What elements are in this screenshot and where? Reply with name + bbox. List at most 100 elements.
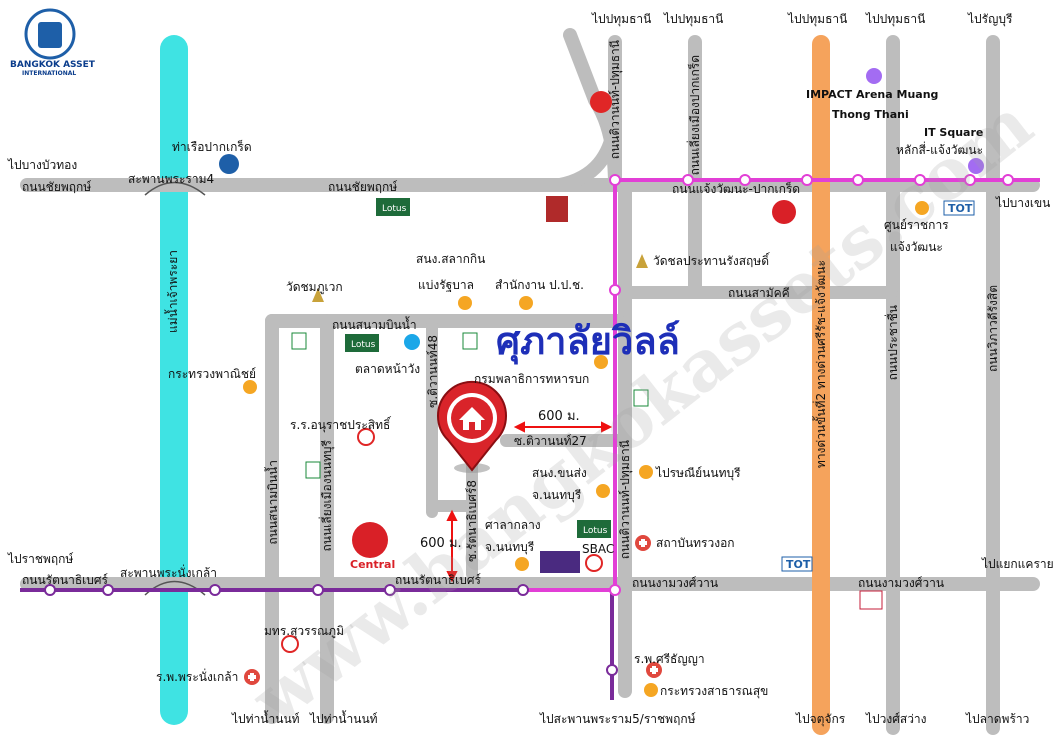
place-label: ร.พ.ศรีธัญญา — [634, 652, 705, 666]
place-label: ท่าเรือปากเกร็ด — [172, 140, 252, 154]
road-label: ถนนติวานนท์-ปทุมธานี — [618, 440, 632, 560]
dir-left1: ไปบางบัวทอง — [8, 158, 78, 172]
university-icon — [281, 635, 299, 653]
road-label: ซ.ติวานนท์48 — [426, 335, 440, 408]
roads — [20, 35, 1040, 735]
market-dot — [404, 334, 420, 350]
dir-top5: ไปรัญบุรี — [968, 12, 1013, 26]
tot-icon — [943, 200, 975, 216]
ptt-icon — [590, 91, 612, 113]
dir-bot4: ไปจตุจักร — [796, 712, 846, 726]
road-curve-2 — [558, 119, 622, 192]
central-icon — [352, 522, 388, 558]
road-label: ถนนแจ้งวัฒนะ-ปากเกร็ด — [672, 182, 801, 196]
road-label: ถนนสนามบินน้ำ — [332, 318, 417, 332]
road-label: ถนนงามวงศ์วาน — [858, 576, 945, 590]
place-label: SBAC — [582, 542, 615, 556]
road-label: ถนนชัยพฤกษ์ — [328, 180, 398, 194]
dir-bot3: ไปสะพานพระราม5/ราชพฤกษ์ — [540, 712, 696, 726]
place-label: กระทรวงพาณิชย์ — [168, 367, 257, 381]
road-label: ซ.รัตนาธิเบศร์8 — [465, 480, 479, 562]
lotus-label: Lotus — [351, 340, 376, 350]
esplanade-icon — [540, 551, 580, 573]
distance-arrows — [446, 421, 613, 583]
distance-vertical: 600 ม. — [420, 536, 462, 551]
place-label: กระทรวงสาธารณสุข — [660, 684, 769, 698]
road-label: ถนนประชาชื่น — [886, 305, 900, 381]
dir-top4: ไปปทุมธานี — [866, 12, 926, 26]
place-label: ศาลากลาง — [485, 518, 541, 532]
pier-icon — [219, 154, 239, 174]
road-label: ถนนเลี่ยงเมืองนนทบุรี — [320, 440, 334, 552]
dir-top1: ไปปทุมธานี — [592, 12, 652, 26]
dir-bot5: ไปวงศ์สว่าง — [866, 712, 927, 726]
place-label: หลักสี่-แจ้งวัฒนะ — [896, 143, 984, 157]
place-label: IT Square — [924, 126, 984, 139]
expressway — [812, 35, 830, 735]
dir-right2: ไปแยกแคราย — [982, 557, 1054, 571]
place-label: ร.ร.อนุราชประสิทธิ์ — [290, 418, 391, 432]
central-label: Central — [350, 558, 396, 571]
place-label: มทร.สุวรรณภูมิ — [264, 624, 344, 638]
purple-stations — [44, 584, 618, 676]
bridge-rama4 — [144, 181, 206, 196]
dir-bot2: ไปท่าน้ำนนท์ — [310, 712, 378, 726]
poi-orange — [243, 201, 929, 697]
lotus-label: Lotus — [583, 526, 608, 536]
dir-bot6: ไปลาดพร้าว — [966, 712, 1030, 726]
place-label: ศูนย์ราชการ — [884, 218, 949, 232]
place-label: จ.นนทบุรี — [485, 540, 535, 554]
seven-eleven-icon — [633, 389, 649, 407]
road-label: ถนนรัตนาธิเบศร์ — [395, 573, 481, 587]
road-tiwanon27 — [500, 434, 630, 447]
lotus-icon — [345, 334, 379, 352]
brand-logo-icon — [24, 8, 76, 60]
place-label: วัดชมภูเวก — [286, 280, 343, 294]
river — [160, 35, 188, 725]
place-label: จ.นนทบุรี — [532, 488, 582, 502]
road-label: ซ.ติวานนท์27 — [514, 434, 587, 448]
place-label: วัดชลประทานรังสฤษดิ์ — [653, 254, 769, 268]
road-label: ถนนติวานนท์-ปทุมธานี — [608, 40, 622, 160]
seven-eleven-icon — [462, 332, 478, 350]
place-label: IMPACT Arena Muang — [806, 88, 939, 101]
major-icon — [546, 196, 568, 222]
tot-icon — [781, 556, 813, 572]
home-pin-icon — [437, 381, 507, 473]
road-tiwanon48 — [426, 318, 438, 518]
itsquare-dot — [968, 158, 984, 174]
shell-icon — [585, 554, 603, 572]
road-label: ถนนสนามบินน้ำ — [266, 460, 280, 545]
place-label: สำนักงาน ป.ป.ช. — [495, 278, 584, 292]
road-label: ถนนเลี่ยงเมืองปากเกร็ด — [688, 55, 702, 176]
brand-name: BANGKOK ASSET — [10, 60, 95, 70]
brand-sub: INTERNATIONAL — [22, 70, 77, 77]
temple-icon — [312, 288, 324, 302]
road-soi-bottom — [426, 500, 478, 512]
place-label: Thong Thani — [832, 108, 909, 121]
hospital-icons — [244, 535, 662, 685]
road-label: ทางด่วนขั้นที่2 ทางด่วนศรีรัช-แจ้งวัฒนะ — [814, 260, 828, 469]
road-label: สะพานพระราม4 — [128, 172, 215, 186]
dir-top2: ไปปทุมธานี — [664, 12, 724, 26]
seven-eleven-icon — [291, 332, 307, 350]
road-lieng-nonthaburi — [320, 314, 334, 724]
lotus-icon — [376, 198, 410, 216]
lotus-label: Lotus — [382, 204, 407, 214]
road-lieng-pakkret — [688, 35, 702, 295]
river-label: แม่น้ำเจ้าพระยา — [166, 250, 180, 334]
place-label: สนง.สลากกิน — [416, 252, 486, 266]
road-sanambinnam — [265, 314, 625, 328]
dir-top3: ไปปทุมธานี — [788, 12, 848, 26]
shell-icon — [357, 428, 375, 446]
tot-label: TOT — [786, 558, 811, 571]
pink-stations — [609, 174, 1014, 596]
dir-left2: ไปราชพฤกษ์ — [8, 552, 74, 566]
road-label: ถนนรัตนาธิเบศร์ — [22, 573, 108, 587]
distance-horizontal: 600 ม. — [538, 409, 580, 424]
seven-eleven-icon — [305, 461, 321, 479]
place-label: ตลาดหน้าวัง — [355, 362, 421, 376]
road-sanambinnam-v — [265, 314, 279, 724]
